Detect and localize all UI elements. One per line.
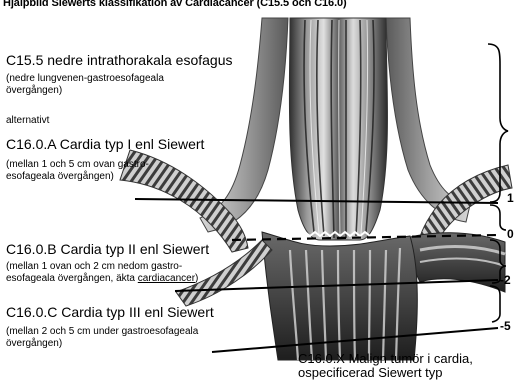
level-line-1 <box>135 199 498 203</box>
level-line-0-dashed <box>232 235 498 240</box>
c160b-desc-2c: ) <box>195 273 198 284</box>
cardiacancer-text: cardiacancer <box>138 273 195 284</box>
brace-c155 <box>488 44 508 202</box>
c160a-desc-1: (mellan 1 och 5 cm ovan gastro- <box>6 159 149 170</box>
c160x-line-2: ospecificerad Siewert typ <box>298 366 443 379</box>
axis-label-minus5: -5 <box>500 320 511 332</box>
diagram-title: Hjälpbild Siewerts klassifikation av Car… <box>3 0 347 9</box>
c160a-desc-2: esofageala övergången) <box>6 171 114 182</box>
level-line-minus2 <box>175 280 498 291</box>
c155-heading: C15.5 nedre intrathorakala esofagus <box>6 53 232 67</box>
c160c-desc-1: (mellan 2 och 5 cm under gastroesofageal… <box>6 326 198 337</box>
axis-label-0: 0 <box>507 228 514 240</box>
c160b-desc-1: (mellan 1 ovan och 2 cm nedom gastro- <box>6 261 182 272</box>
c160a-heading: C16.0.A Cardia typ I enl Siewert <box>6 137 204 151</box>
axis-label-minus2: -2 <box>500 274 511 286</box>
brace-type-iii <box>490 286 500 322</box>
c160c-desc-2: övergången) <box>6 338 62 349</box>
level-line-minus5 <box>212 328 498 352</box>
c160b-heading: C16.0.B Cardia typ II enl Siewert <box>6 242 209 256</box>
c160b-desc-2a: esofageala övergången, äkta <box>6 273 138 284</box>
brace-type-i <box>490 205 506 230</box>
c155-desc-1: (nedre lungvenen-gastroesofageala <box>6 73 164 84</box>
c160c-heading: C16.0.C Cardia typ III enl Siewert <box>6 305 214 319</box>
alternativt-label: alternativt <box>6 115 49 126</box>
axis-label-1: 1 <box>507 192 514 204</box>
c160b-desc-2: esofageala övergången, äkta cardiacancer… <box>6 273 198 284</box>
c155-desc-2: övergången) <box>6 85 62 96</box>
c160x-line-1: C16.0.X Malign tumör i cardia, <box>298 352 473 365</box>
